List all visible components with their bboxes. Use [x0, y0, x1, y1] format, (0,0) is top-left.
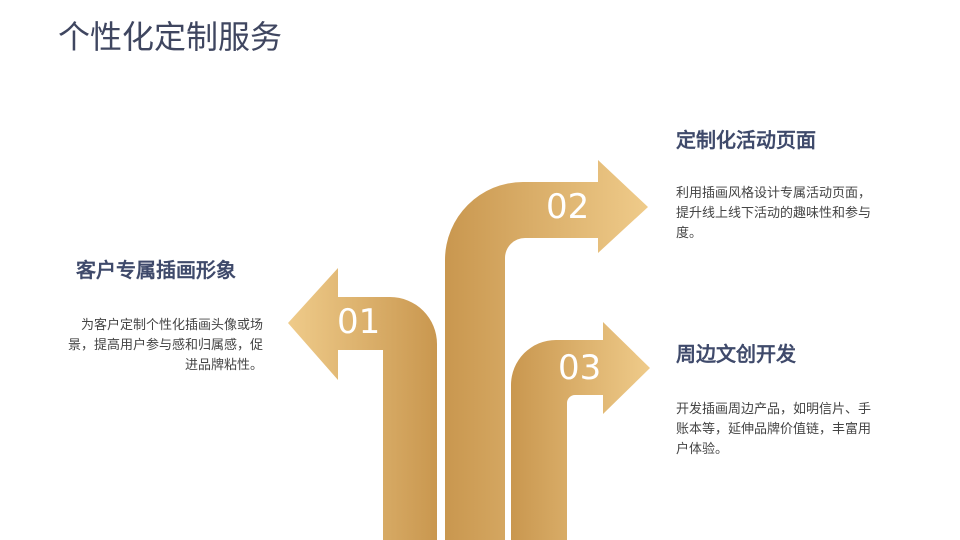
step-number-01: 01: [337, 302, 381, 342]
heading-02: 定制化活动页面: [676, 128, 816, 152]
heading-03: 周边文创开发: [676, 342, 796, 366]
arrow-02: [445, 160, 648, 540]
desc-03: 开发插画周边产品，如明信片、手账本等，延伸品牌价值链，丰富用户体验。: [676, 402, 872, 457]
arrow-03: [511, 322, 650, 540]
step-number-03: 03: [558, 348, 602, 388]
heading-01: 客户专属插画形象: [76, 258, 236, 282]
step-number-02: 02: [546, 187, 590, 227]
desc-02: 利用插画风格设计专属活动页面，提升线上线下活动的趣味性和参与度。: [676, 186, 872, 241]
arrow-01: [288, 268, 437, 540]
desc-01: 为客户定制个性化插画头像或场景，提高用户参与感和归属感，促进品牌粘性。: [67, 318, 263, 373]
page-title: 个性化定制服务: [58, 18, 283, 56]
